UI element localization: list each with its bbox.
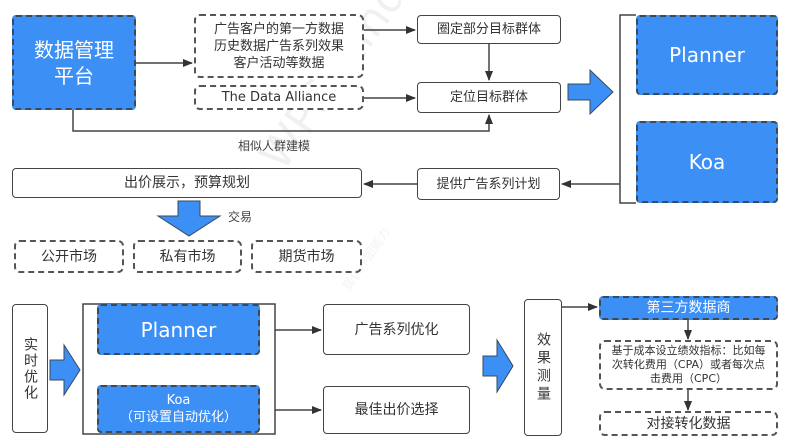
planner-box-top[interactable]: Planner: [636, 15, 778, 95]
conversion-data-label: 对接转化数据: [646, 415, 731, 432]
arrow-lookalike: [72, 110, 493, 132]
planner-label-top: Planner: [669, 43, 745, 67]
first-party-line-2: 历史数据广告系列效果: [213, 38, 344, 54]
best-bid-box[interactable]: 最佳出价选择: [323, 386, 470, 434]
blue-arrow-top: [567, 68, 614, 116]
kpi-line-3: 击费用（CPC）: [650, 372, 727, 385]
third-party-data-label: 第三方数据商: [646, 300, 731, 316]
bidding-budget-box[interactable]: 出价展示，预算规划: [12, 168, 362, 198]
bracket-top: [619, 14, 636, 204]
first-party-line-1: 广告客户的第一方数据: [213, 21, 344, 37]
kpi-line-1: 基于成本设立绩效指标：比如每: [611, 344, 766, 357]
data-alliance-box[interactable]: The Data Alliance: [194, 85, 364, 110]
circle-target-box[interactable]: 圈定部分目标群体: [417, 15, 561, 44]
campaign-plan-label: 提供广告系列计划: [436, 176, 541, 192]
data-management-platform[interactable]: 数据管理平台: [12, 15, 136, 110]
best-bid-label: 最佳出价选择: [354, 402, 439, 418]
campaign-plan-box[interactable]: 提供广告系列计划: [417, 168, 560, 200]
public-market-label: 公开市场: [41, 248, 97, 265]
measurement-box[interactable]: 效果测量: [524, 299, 562, 436]
locate-target-box[interactable]: 定位目标群体: [417, 82, 561, 113]
futures-market-box[interactable]: 期货市场: [251, 240, 362, 273]
blue-arrow-realtime: [49, 343, 81, 397]
koa-box-bottom[interactable]: Koa （可设置自动优化）: [97, 385, 260, 433]
campaign-optimization-label: 广告系列优化: [354, 321, 439, 338]
first-party-line-3: 客户活动等数据: [233, 55, 325, 71]
private-market-box[interactable]: 私有市场: [133, 240, 242, 273]
blue-arrow-measure: [482, 338, 514, 394]
lookalike-modeling-label: 相似人群建模: [238, 139, 311, 153]
koa-box-top[interactable]: Koa: [636, 121, 778, 203]
conversion-data-box[interactable]: 对接转化数据: [599, 411, 778, 436]
koa-label-top: Koa: [688, 150, 726, 174]
kpi-box[interactable]: 基于成本设立绩效指标：比如每 次转化费用（CPA）或者每次点 击费用（CPC）: [599, 340, 778, 390]
bidding-budget-label: 出价展示，预算规划: [124, 175, 250, 191]
koa-note: （可设置自动优化）: [119, 410, 237, 425]
planner-box-bottom[interactable]: Planner: [97, 304, 260, 355]
realtime-optimization-box[interactable]: 实时优化: [12, 304, 48, 433]
public-market-box[interactable]: 公开市场: [14, 240, 124, 273]
data-platform-label: 数据管理平台: [34, 37, 114, 88]
locate-target-label: 定位目标群体: [449, 90, 528, 105]
koa-label-bottom: Koa: [166, 393, 191, 408]
first-party-data-box[interactable]: 广告客户的第一方数据 历史数据广告系列效果 客户活动等数据: [194, 14, 364, 78]
planner-label-bottom: Planner: [140, 317, 217, 342]
trade-label: 交易: [228, 210, 253, 224]
private-market-label: 私有市场: [159, 248, 216, 265]
realtime-optimization-label: 实时优化: [22, 336, 38, 401]
data-alliance-label: The Data Alliance: [221, 90, 337, 105]
campaign-optimization-box[interactable]: 广告系列优化: [323, 304, 470, 355]
kpi-line-2: 次转化费用（CPA）或者每次点: [611, 358, 766, 371]
blue-arrow-down: [156, 200, 222, 237]
third-party-data-box[interactable]: 第三方数据商: [599, 296, 778, 320]
circle-target-label: 圈定部分目标群体: [436, 22, 541, 37]
futures-market-label: 期货市场: [278, 248, 335, 265]
measurement-label: 效果测量: [535, 331, 551, 404]
